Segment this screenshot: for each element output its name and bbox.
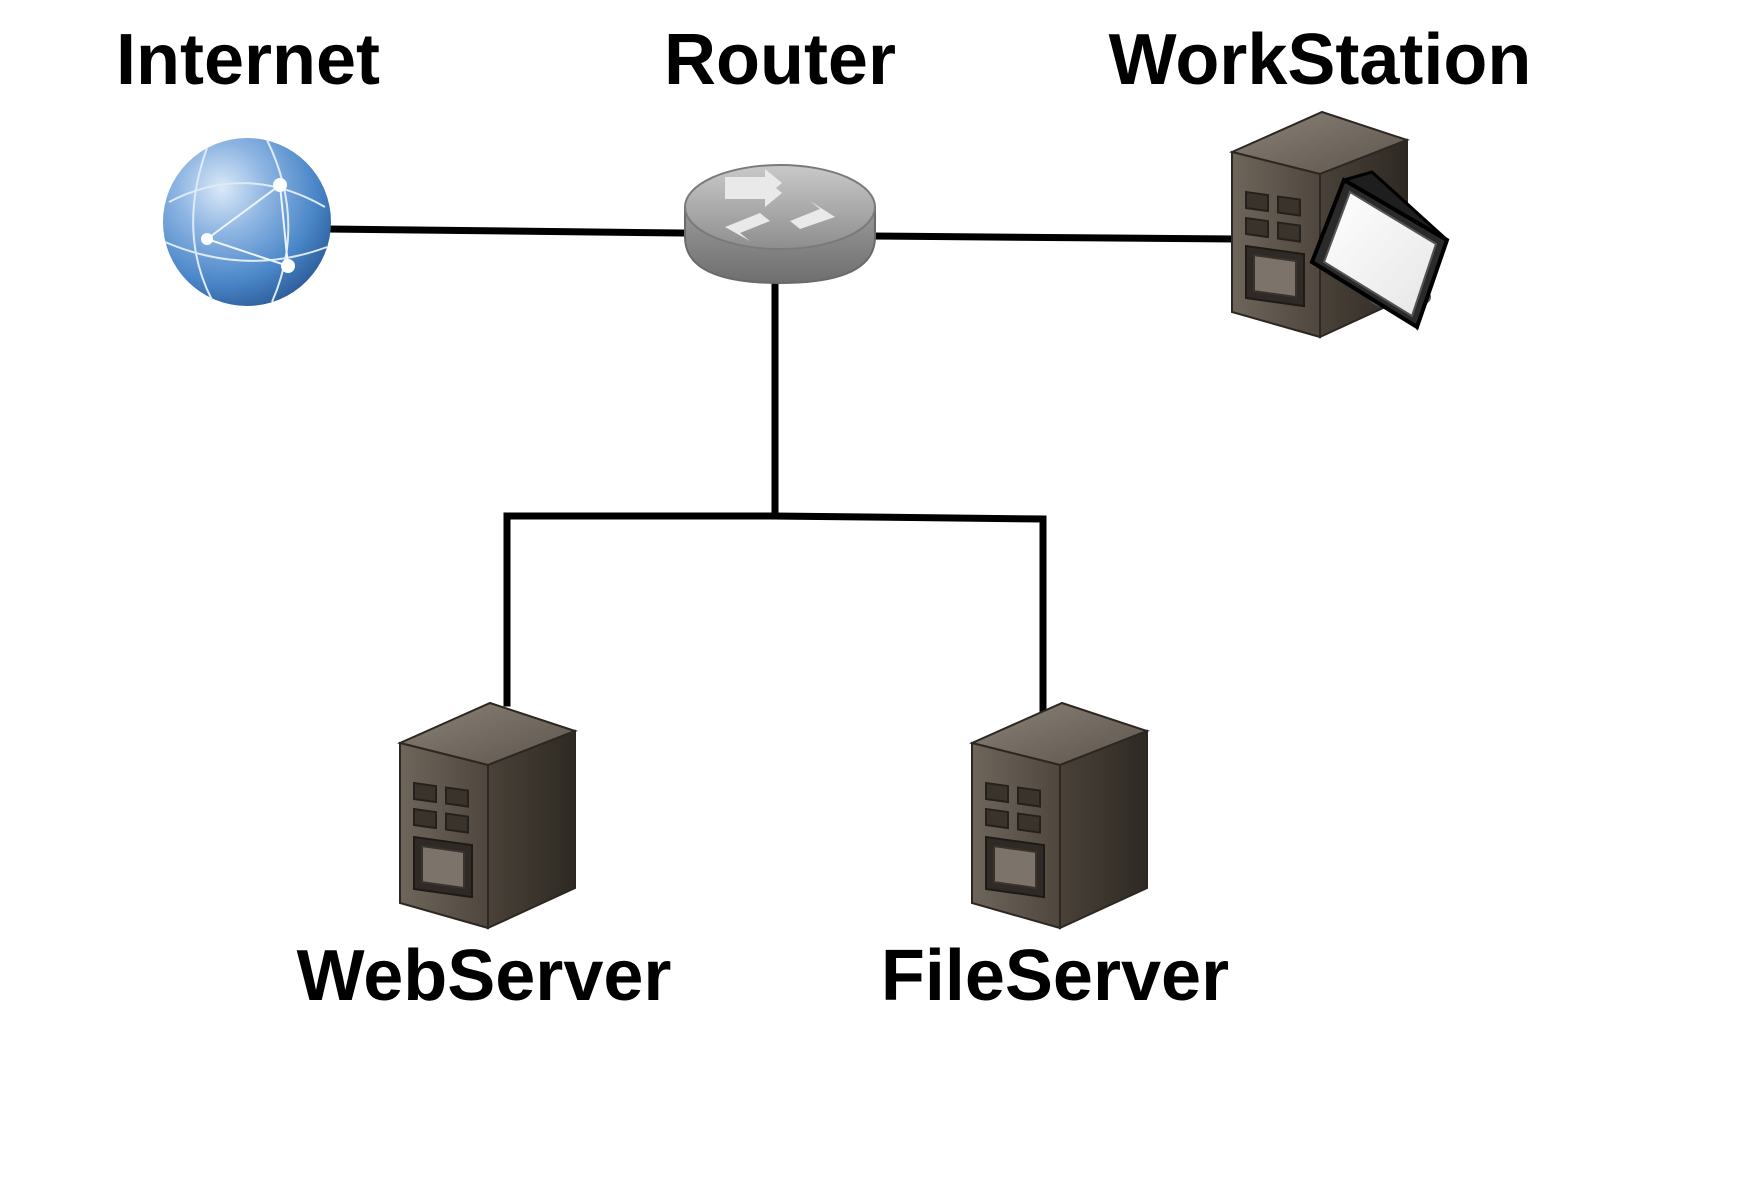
- workstation-icon: [1231, 111, 1450, 338]
- server-icon: [971, 702, 1148, 929]
- label-fileserver: FileServer: [881, 936, 1229, 1016]
- label-workstation: WorkStation: [1109, 20, 1532, 100]
- link-router-fileserver: [771, 512, 1047, 718]
- link-router-webserver: [503, 512, 779, 707]
- server-icon: [399, 702, 576, 929]
- globe-icon: [163, 138, 331, 306]
- label-router: Router: [664, 20, 896, 100]
- router-icon: [684, 164, 876, 285]
- link-router-workstation: [866, 232, 1236, 243]
- label-webserver: WebServer: [297, 936, 672, 1016]
- label-internet: Internet: [116, 20, 380, 100]
- links: [326, 225, 1236, 718]
